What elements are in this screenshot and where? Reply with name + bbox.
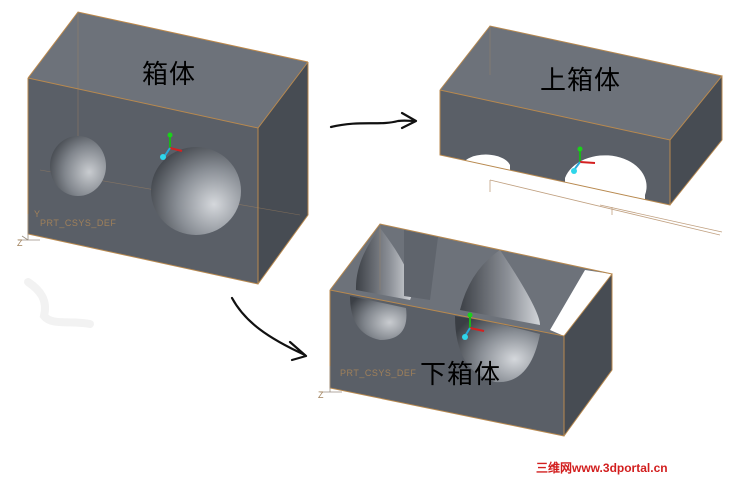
csys-label-lower: PRT_CSYS_DEF — [340, 368, 417, 378]
axis-label-y-main: Y — [34, 209, 41, 219]
lower-box-title: 下箱体 — [420, 360, 502, 390]
box-large-hole — [151, 147, 241, 235]
upper-coordinate-triad-icon — [571, 146, 596, 174]
box-title: 箱体 — [142, 60, 197, 90]
upper-box-title: 上箱体 — [540, 66, 622, 96]
lower-box-large-half-hole — [455, 316, 540, 383]
box-top-face — [28, 12, 308, 128]
watermark[interactable]: 三维网www.3dportal.cn — [536, 461, 668, 475]
upper-box-side-face — [670, 76, 722, 205]
lower-box-side-face — [564, 274, 612, 436]
lower-box-model — [320, 223, 613, 437]
upper-box-model — [439, 25, 723, 236]
lower-box-small-half-hole — [350, 296, 407, 340]
box-side-face — [258, 62, 308, 284]
arrow-down-icon — [230, 296, 308, 362]
coordinate-triad-icon — [160, 132, 183, 160]
axis-label-z-main: Z — [17, 238, 23, 248]
axis-label-z-lower: Z — [318, 390, 324, 400]
csys-label-main: PRT_CSYS_DEF — [40, 218, 117, 228]
box-small-hole — [50, 136, 106, 196]
main-csys-triad-icon — [18, 214, 40, 241]
lower-box-top-face — [330, 224, 612, 336]
lower-coordinate-triad-icon — [462, 312, 485, 340]
arrow-right-icon — [329, 111, 418, 130]
upper-box-top-face — [440, 26, 722, 140]
lower-csys-triad-icon — [320, 366, 342, 393]
box-model — [18, 11, 309, 285]
